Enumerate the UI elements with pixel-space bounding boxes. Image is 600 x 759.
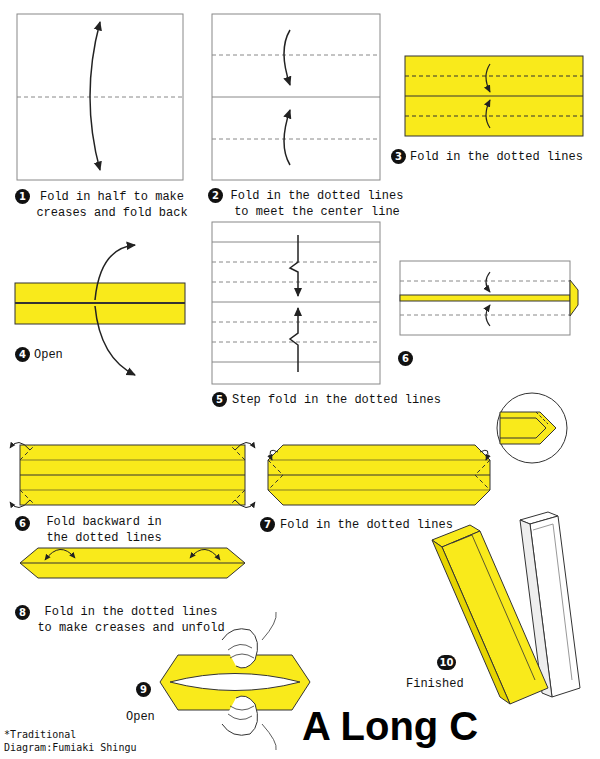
step-number-text: 7 [264, 519, 271, 530]
step-caption: Finished [406, 676, 486, 692]
step-number: 4 [15, 347, 30, 362]
step-number-text: 10 [440, 657, 454, 668]
step-number: 7 [260, 517, 275, 532]
step-caption: Step fold in the dotted lines [232, 392, 462, 408]
step-number: 2 [208, 188, 223, 203]
step-number-text: 3 [395, 151, 402, 162]
step5-paper [212, 222, 380, 384]
step-caption: Fold in the dotted lines to make creases… [34, 604, 228, 636]
step-number-text: 1 [19, 191, 26, 202]
step-number: 3 [391, 149, 406, 164]
finished-box [432, 512, 580, 704]
step-number-text: 8 [19, 607, 26, 618]
step4-strip [15, 245, 185, 375]
step-number: 9 [136, 682, 151, 697]
step3-strip [405, 56, 583, 136]
step-number: 10 [437, 655, 456, 670]
step-number: 5 [212, 392, 227, 407]
step-caption: Open [34, 347, 94, 363]
step8-strip [20, 548, 245, 578]
credit-note: Diagram:Fumiaki Shingu [4, 741, 204, 754]
step-number: 6 [398, 351, 413, 366]
step7-strip [268, 445, 490, 505]
step-number-text: 5 [216, 394, 223, 405]
step-caption: Open [126, 709, 186, 725]
step-number: 8 [15, 605, 30, 620]
step-number-text: 6 [402, 353, 409, 364]
step1-square [17, 14, 183, 180]
step-number-text: 6 [19, 518, 26, 529]
step-caption: Fold backward in the dotted lines [33, 514, 175, 546]
step-number-text: 4 [19, 349, 26, 360]
step6-strip [400, 261, 578, 335]
step2-square [212, 14, 380, 180]
step-caption: Fold in half to make creases and fold ba… [30, 189, 194, 221]
step-caption: Fold in the dotted lines to meet the cen… [226, 188, 408, 220]
credit-note: *Traditional [4, 728, 154, 741]
step-number-text: 9 [140, 684, 147, 695]
diagram-title: A Long C [302, 704, 478, 748]
step6-backfold [10, 442, 255, 507]
detail-inset [497, 393, 567, 463]
step-number-text: 2 [212, 190, 219, 201]
step-number: 1 [15, 189, 30, 204]
step-caption: Fold in the dotted lines [280, 517, 465, 533]
step-number: 6 [15, 516, 30, 531]
step-caption: Fold in the dotted lines [410, 149, 595, 165]
